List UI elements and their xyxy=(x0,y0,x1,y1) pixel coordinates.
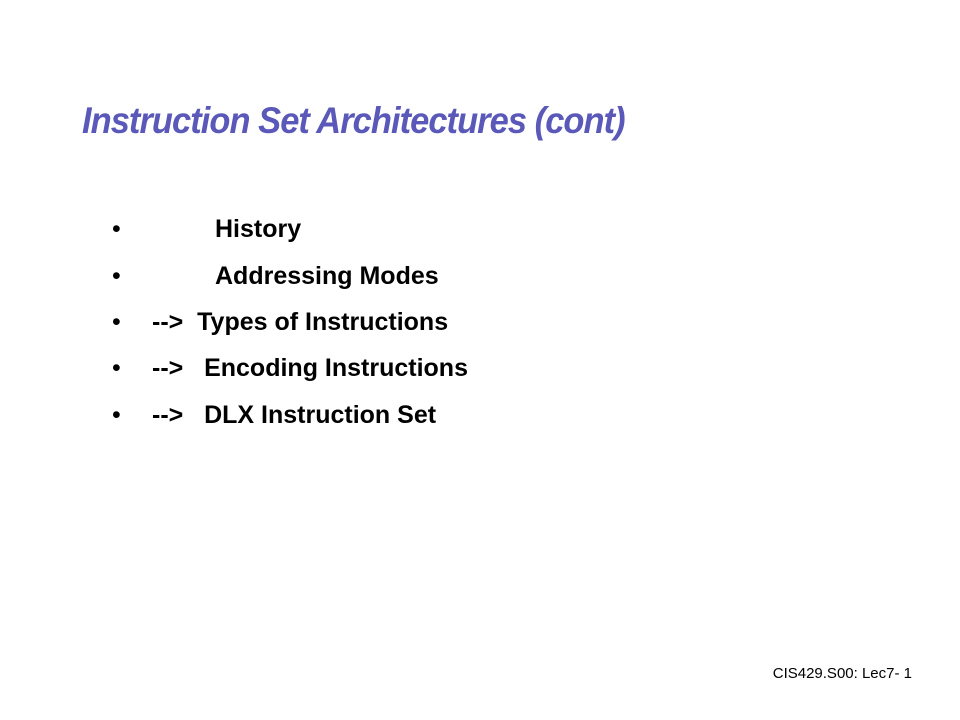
bullet-text: --> Encoding Instructions xyxy=(152,354,468,382)
bullet-icon: • xyxy=(112,215,121,243)
bullet-text: --> Types of Instructions xyxy=(152,308,449,336)
bullet-icon: • xyxy=(112,308,121,336)
bullet-icon: • xyxy=(112,401,121,429)
bullet-icon: • xyxy=(112,262,121,290)
bullet-text: History xyxy=(215,215,302,243)
slide-title: Instruction Set Architectures (cont) xyxy=(82,100,626,141)
bullet-icon: • xyxy=(112,354,121,382)
bullet-text: --> DLX Instruction Set xyxy=(152,401,437,429)
slide-footer: CIS429.S00: Lec7- 1 xyxy=(772,665,912,682)
bullet-text: Addressing Modes xyxy=(215,262,439,290)
